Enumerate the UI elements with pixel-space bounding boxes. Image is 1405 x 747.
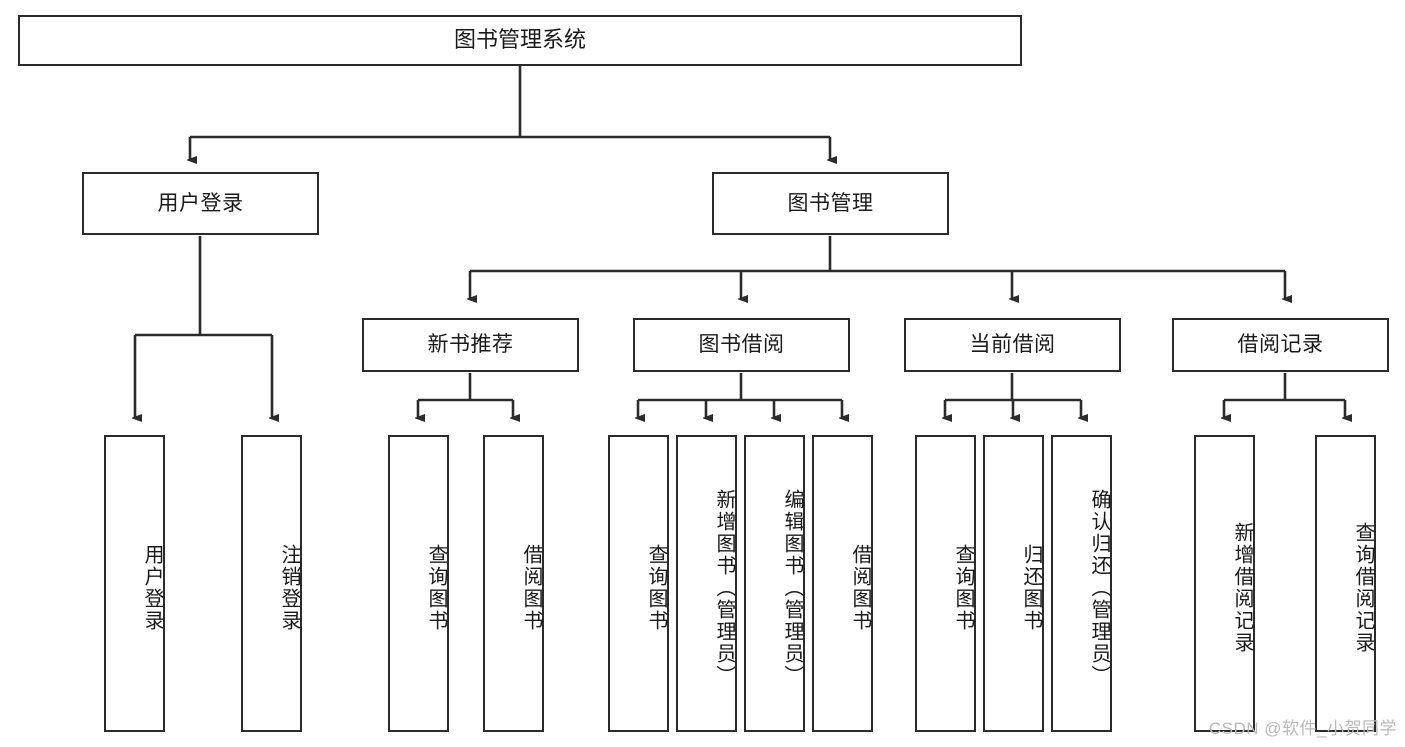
leaf-query-book-bb[interactable]: 查询图书 — [608, 435, 669, 732]
leaf-borrow-book-bb[interactable]: 借阅图书 — [812, 435, 873, 732]
leaf-return-book[interactable]: 归还图书 — [983, 435, 1044, 732]
node-new-book-recommend[interactable]: 新书推荐 — [362, 318, 579, 372]
leaf-add-borrow-record[interactable]: 新增借阅记录 — [1194, 435, 1255, 732]
leaf-confirm-return-admin-label: 确认归还（管理员） — [1088, 488, 1110, 687]
leaf-query-book-nb-label: 查询图书 — [425, 543, 447, 632]
node-book-manage-label: 图书管理 — [787, 191, 874, 215]
leaf-borrow-book-nb[interactable]: 借阅图书 — [483, 435, 544, 732]
node-root-label: 图书管理系统 — [453, 27, 586, 53]
leaf-user-login-label: 用户登录 — [141, 543, 163, 632]
node-borrow-record-label: 借阅记录 — [1237, 333, 1324, 357]
leaf-query-borrow-record[interactable]: 查询借阅记录 — [1315, 435, 1376, 732]
node-user-login-label: 用户登录 — [157, 191, 244, 215]
leaf-user-login[interactable]: 用户登录 — [104, 435, 165, 732]
leaf-logout-label: 注销登录 — [278, 543, 300, 632]
leaf-query-book-bb-label: 查询图书 — [645, 543, 667, 632]
leaf-borrow-book-nb-label: 借阅图书 — [520, 543, 542, 632]
leaf-query-book-cb[interactable]: 查询图书 — [915, 435, 976, 732]
node-book-borrow-label: 图书借阅 — [698, 333, 785, 357]
leaf-logout[interactable]: 注销登录 — [241, 435, 302, 732]
leaf-return-book-label: 归还图书 — [1020, 543, 1042, 632]
leaf-query-book-nb[interactable]: 查询图书 — [388, 435, 449, 732]
node-new-book-recommend-label: 新书推荐 — [427, 333, 514, 357]
leaf-add-book-admin-label: 新增图书（管理员） — [713, 488, 735, 687]
leaf-add-borrow-record-label: 新增借阅记录 — [1231, 521, 1253, 654]
leaf-confirm-return-admin[interactable]: 确认归还（管理员） — [1051, 435, 1112, 732]
node-book-borrow[interactable]: 图书借阅 — [633, 318, 850, 372]
leaf-query-book-cb-label: 查询图书 — [952, 543, 974, 632]
node-root-system[interactable]: 图书管理系统 — [18, 15, 1022, 66]
node-current-borrow-label: 当前借阅 — [969, 333, 1056, 357]
watermark-csdn: CSDN @软件_小贺同学 — [1208, 719, 1397, 738]
node-borrow-record[interactable]: 借阅记录 — [1172, 318, 1389, 372]
leaf-add-book-admin[interactable]: 新增图书（管理员） — [676, 435, 737, 732]
leaf-query-borrow-record-label: 查询借阅记录 — [1352, 521, 1374, 654]
leaf-edit-book-admin[interactable]: 编辑图书（管理员） — [744, 435, 805, 732]
leaf-borrow-book-bb-label: 借阅图书 — [849, 543, 871, 632]
leaf-edit-book-admin-label: 编辑图书（管理员） — [781, 488, 803, 687]
node-book-manage[interactable]: 图书管理 — [712, 172, 949, 235]
node-current-borrow[interactable]: 当前借阅 — [904, 318, 1121, 372]
node-user-login[interactable]: 用户登录 — [82, 172, 319, 235]
